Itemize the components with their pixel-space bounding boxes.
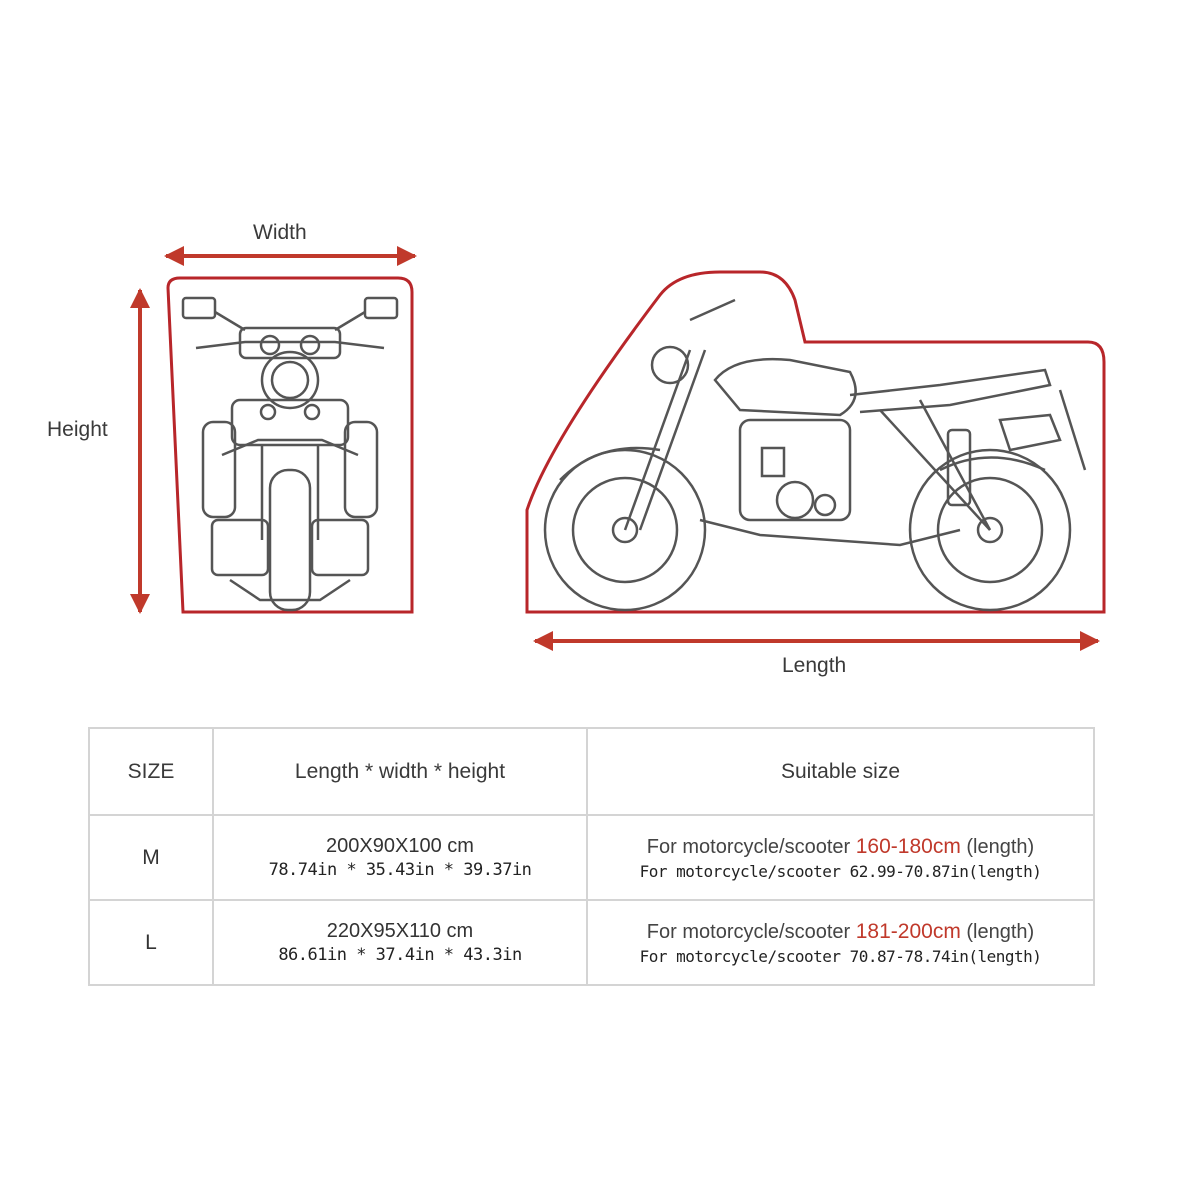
suitable-cm: For motorcycle/scooter 160-180cm (length… (646, 834, 1035, 858)
suitable-range: 181-200cm (855, 919, 961, 943)
table-row: L 220X95X110 cm 86.61in * 37.4in * 43.3i… (88, 899, 1095, 986)
size-table: SIZE Length * width * height Suitable si… (88, 727, 1095, 986)
suitable-inches: For motorcycle/scooter 62.99-70.87in(len… (639, 861, 1042, 881)
size-value: M (88, 814, 214, 901)
header-size: SIZE (88, 727, 214, 816)
table-row: M 200X90X100 cm 78.74in * 35.43in * 39.3… (88, 814, 1095, 901)
dimensions-cell: 220X95X110 cm 86.61in * 37.4in * 43.3in (212, 899, 588, 986)
suitable-cm: For motorcycle/scooter 181-200cm (length… (646, 919, 1035, 943)
height-label: Height (47, 418, 108, 441)
motorcycle-side-icon (543, 298, 1087, 612)
size-value: L (88, 899, 214, 986)
motorcycle-front-icon (181, 296, 399, 612)
dimensions-cell: 200X90X100 cm 78.74in * 35.43in * 39.37i… (212, 814, 588, 901)
dimensions-cm: 200X90X100 cm (326, 835, 474, 857)
table-header-row: SIZE Length * width * height Suitable si… (88, 727, 1095, 816)
dimension-diagram (130, 246, 1106, 651)
suitable-inches: For motorcycle/scooter 70.87-78.74in(len… (639, 946, 1042, 966)
front-cover-outline (166, 276, 414, 614)
suitable-cell: For motorcycle/scooter 160-180cm (length… (586, 814, 1095, 901)
side-cover-outline (525, 270, 1106, 614)
dimensions-inches: 86.61in * 37.4in * 43.3in (278, 945, 522, 965)
header-dimensions: Length * width * height (212, 727, 588, 816)
width-label: Width (253, 221, 307, 244)
length-label: Length (782, 654, 847, 677)
header-suitable-size: Suitable size (586, 727, 1095, 816)
suitable-range: 160-180cm (855, 834, 961, 858)
suitable-cell: For motorcycle/scooter 181-200cm (length… (586, 899, 1095, 986)
dimensions-cm: 220X95X110 cm (326, 920, 474, 942)
dimensions-inches: 78.74in * 35.43in * 39.37in (268, 860, 532, 880)
